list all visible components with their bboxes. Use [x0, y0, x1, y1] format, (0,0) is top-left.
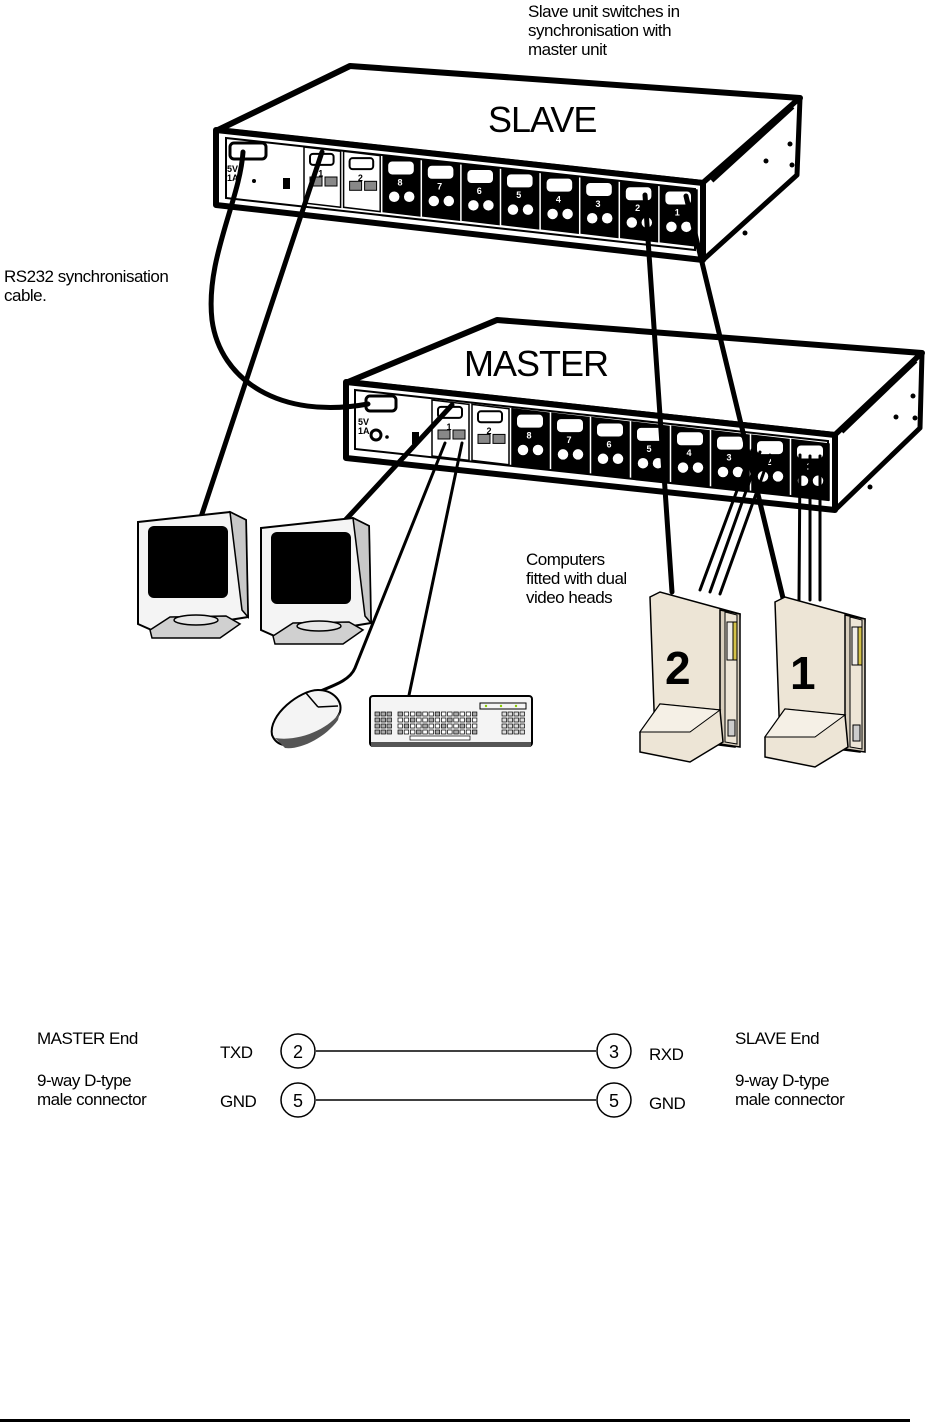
- port-number: 8: [397, 177, 402, 187]
- slave-pin: 3: [609, 1042, 619, 1062]
- master-pin: 2: [293, 1042, 303, 1062]
- rs232-sync-cable: [208, 149, 371, 410]
- port-number: 5: [516, 190, 521, 200]
- master-title: MASTER: [464, 343, 608, 384]
- slave-power-label-v: 5V: [227, 164, 238, 174]
- master-rs232-port: [364, 394, 398, 413]
- computer-2: 2: [639, 591, 741, 763]
- mouse: [270, 688, 342, 749]
- computer-2-label: 2: [665, 642, 691, 694]
- port-number: 5: [646, 444, 651, 454]
- port-number: 4: [556, 195, 561, 205]
- pc-port-bay: 4: [671, 425, 710, 488]
- master-end-desc: 9-way D-type male connector: [37, 1071, 147, 1109]
- slave-signal: RXD: [649, 1045, 684, 1064]
- connection-gnd-gnd: 5 5 GND GND: [220, 1082, 686, 1118]
- rs232-wiring-diagram: MASTER End 9-way D-type male connector S…: [0, 1020, 934, 1120]
- port-number: 2: [358, 173, 363, 183]
- pin-connections: 2 3 TXD RXD 5 5 GND GND: [220, 1033, 686, 1118]
- computer-1-label: 1: [790, 647, 816, 699]
- master-video-cable: [335, 402, 455, 531]
- rs232-cable-callout: RS232 synchronisation cable.: [4, 267, 169, 305]
- pc-port-bay: 3: [711, 429, 750, 493]
- pc-port-bay: 7: [422, 159, 461, 222]
- port-number: 8: [526, 431, 531, 441]
- port-number: 2: [486, 426, 491, 436]
- port-number: 7: [437, 182, 442, 192]
- keyboard: [369, 695, 533, 747]
- keyboard-cable: [406, 441, 464, 702]
- monitor-2-screen: [271, 532, 351, 604]
- pc-port-bay: 8: [511, 407, 550, 471]
- master-signal: GND: [220, 1092, 257, 1111]
- console-port-bay: 2: [342, 150, 381, 213]
- master-end-desc-line: male connector: [37, 1090, 147, 1109]
- master-end-desc-line: 9-way D-type: [37, 1071, 132, 1090]
- slave-sync-callout-line: master unit: [528, 40, 607, 59]
- slave-rs232-port: [228, 141, 268, 161]
- pc-port-bay: 7: [551, 412, 590, 475]
- slave-title: SLAVE: [488, 99, 596, 140]
- pc-port-bay: 5: [501, 167, 540, 230]
- slave-video-cable: [197, 149, 325, 523]
- pc-port-bay: 3: [580, 176, 619, 239]
- port-number: 6: [477, 186, 482, 196]
- footer-rule: [0, 1419, 910, 1422]
- port-number: 1: [675, 207, 680, 217]
- master-end-title: MASTER End: [37, 1029, 138, 1048]
- rs232-cable-callout-line: cable.: [4, 286, 47, 305]
- master-power-label-a: 1A: [358, 426, 370, 436]
- port-number: 4: [686, 448, 691, 458]
- master-signal: TXD: [220, 1043, 253, 1062]
- slave-sync-callout: Slave unit switches in synchronisation w…: [528, 2, 680, 59]
- port-number: 3: [726, 453, 731, 463]
- computers-callout: Computers fitted with dual video heads: [526, 550, 627, 607]
- port-number: 3: [595, 199, 600, 209]
- port-number: 7: [566, 435, 571, 445]
- slave-pin: 5: [609, 1091, 619, 1111]
- monitor-2: [260, 516, 373, 645]
- slave-sync-callout-line: synchronisation with: [528, 21, 672, 40]
- monitor-1-screen: [148, 526, 228, 598]
- pc-port-bay: 6: [591, 416, 630, 479]
- master-power-label-v: 5V: [358, 417, 369, 427]
- slave-end-desc-line: 9-way D-type: [735, 1071, 830, 1090]
- slave-end-desc: 9-way D-type male connector: [735, 1071, 845, 1109]
- console-port-bay: 2: [471, 403, 510, 466]
- slave-sync-callout-line: Slave unit switches in: [528, 2, 680, 21]
- slave-end-title: SLAVE End: [735, 1029, 820, 1048]
- computers-callout-line: fitted with dual: [526, 569, 627, 588]
- pc-port-bay: 4: [540, 171, 579, 234]
- slave-to-pc1-cable: [683, 193, 786, 601]
- slave-to-pc2-cable: [642, 192, 675, 595]
- connection-txd-rxd: 2 3 TXD RXD: [220, 1033, 684, 1069]
- pc-port-bay: 8: [382, 154, 421, 217]
- slave-power-label-a: 1A: [227, 173, 239, 183]
- slave-unit: SLAVE 5V 1A 1 2 8 7 6 5 4 3 2 1: [213, 63, 803, 263]
- computers-callout-line: video heads: [526, 588, 613, 607]
- port-number: 1: [318, 169, 323, 179]
- rs232-cable-callout-line: RS232 synchronisation: [4, 267, 169, 286]
- pc-port-bay: 6: [461, 163, 500, 226]
- pc-port-bay: 2: [620, 180, 659, 243]
- computer-1: 1: [764, 596, 866, 768]
- port-number: 2: [635, 203, 640, 213]
- kvm-setup-illustration: SLAVE 5V 1A 1 2 8 7 6 5 4 3 2 1 MASTER 5V 1A 1 2 8 7…: [137, 63, 925, 768]
- computers-callout-line: Computers: [526, 550, 605, 569]
- slave-port-bays: 1 2 8 7 6 5 4 3 2 1: [303, 146, 698, 247]
- slave-end-desc-line: male connector: [735, 1090, 845, 1109]
- port-number: 1: [446, 422, 451, 432]
- monitor-1: [137, 510, 250, 639]
- port-number: 6: [606, 439, 611, 449]
- slave-signal: GND: [649, 1094, 686, 1113]
- master-pin: 5: [293, 1091, 303, 1111]
